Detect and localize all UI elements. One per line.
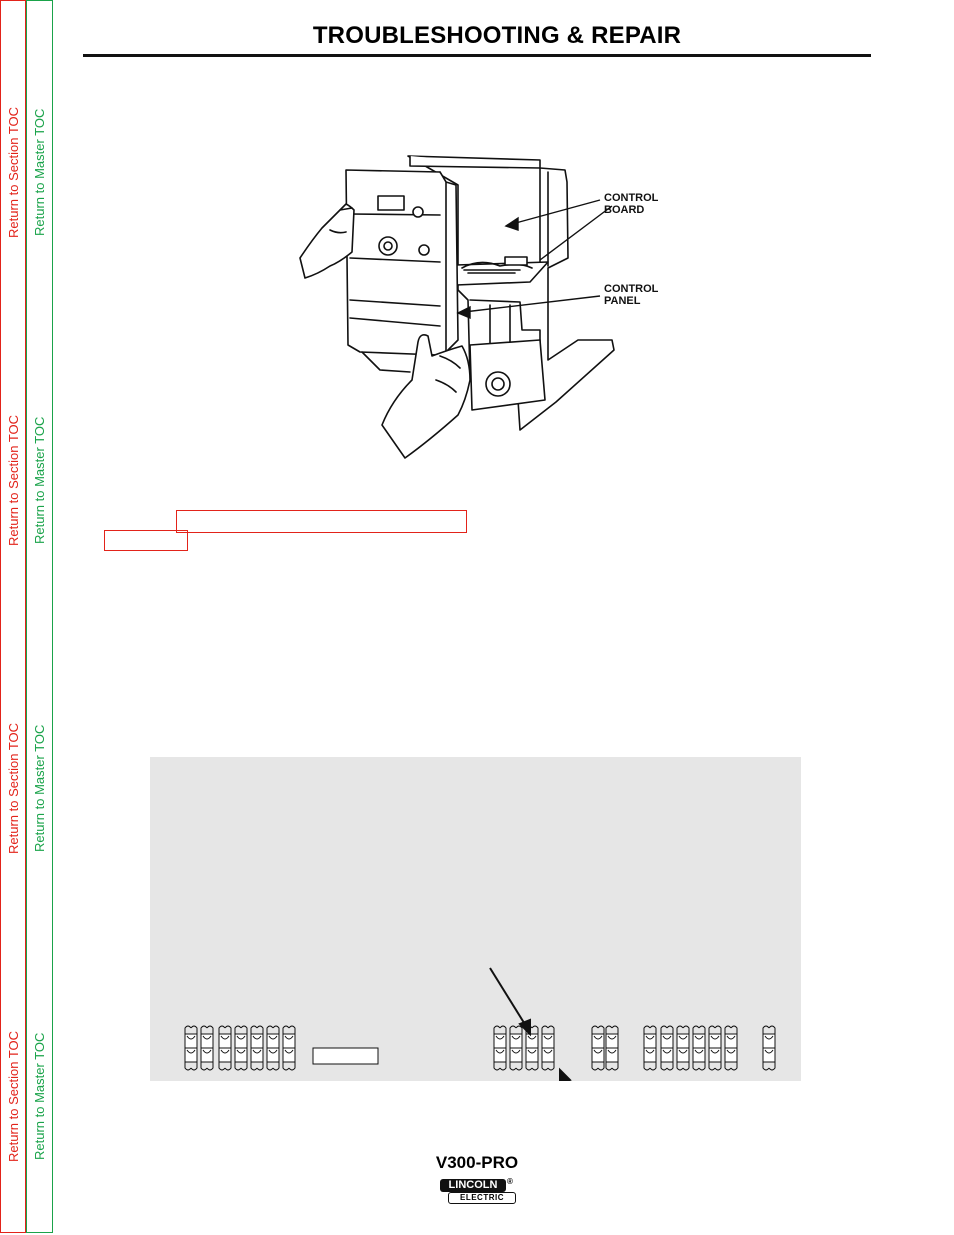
control-board-label-line-1: CONTROL bbox=[604, 192, 659, 204]
connector-blank bbox=[312, 1047, 379, 1065]
cross-reference-link-box-1[interactable] bbox=[176, 510, 467, 533]
return-to-section-toc-link-3[interactable]: Return to Section TOC bbox=[6, 722, 21, 854]
return-to-section-toc-link-4[interactable]: Return to Section TOC bbox=[6, 1030, 21, 1162]
control-board-diagram-drawing bbox=[150, 757, 801, 1081]
section-toc-sidebar bbox=[0, 0, 26, 1233]
control-board-label: CONTROL BOARD bbox=[604, 192, 658, 216]
control-panel-removal-illustration bbox=[299, 155, 615, 459]
return-to-master-toc-link-3[interactable]: Return to Master TOC bbox=[32, 724, 47, 852]
return-to-section-toc-link-2[interactable]: Return to Section TOC bbox=[6, 414, 21, 546]
master-toc-sidebar bbox=[26, 0, 53, 1233]
return-to-master-toc-link-4[interactable]: Return to Master TOC bbox=[32, 1032, 47, 1160]
control-panel-label: CONTROL PANEL bbox=[604, 283, 658, 307]
logo-lincoln: LINCOLN bbox=[440, 1179, 506, 1192]
return-to-master-toc-link-2[interactable]: Return to Master TOC bbox=[32, 416, 47, 544]
control-panel-label-line-2: PANEL bbox=[604, 295, 641, 307]
logo-electric: ELECTRIC bbox=[448, 1192, 516, 1204]
control-panel-label-line-1: CONTROL bbox=[604, 283, 659, 295]
model-name: V300-PRO bbox=[435, 1153, 519, 1172]
return-to-master-toc-link-1[interactable]: Return to Master TOC bbox=[32, 108, 47, 236]
diagram-arrows bbox=[489, 967, 572, 1081]
page-title: TROUBLESHOOTING & REPAIR bbox=[312, 22, 682, 49]
control-board-diagram bbox=[150, 757, 801, 1081]
lincoln-electric-logo: LINCOLN ® ELECTRIC bbox=[440, 1177, 518, 1205]
board-background bbox=[150, 757, 801, 1081]
cross-reference-link-box-2[interactable] bbox=[104, 530, 188, 551]
return-to-section-toc-link-1[interactable]: Return to Section TOC bbox=[6, 106, 21, 238]
control-board-label-line-2: BOARD bbox=[604, 204, 645, 216]
logo-registered-mark: ® bbox=[507, 1177, 513, 1186]
title-rule bbox=[83, 54, 871, 57]
